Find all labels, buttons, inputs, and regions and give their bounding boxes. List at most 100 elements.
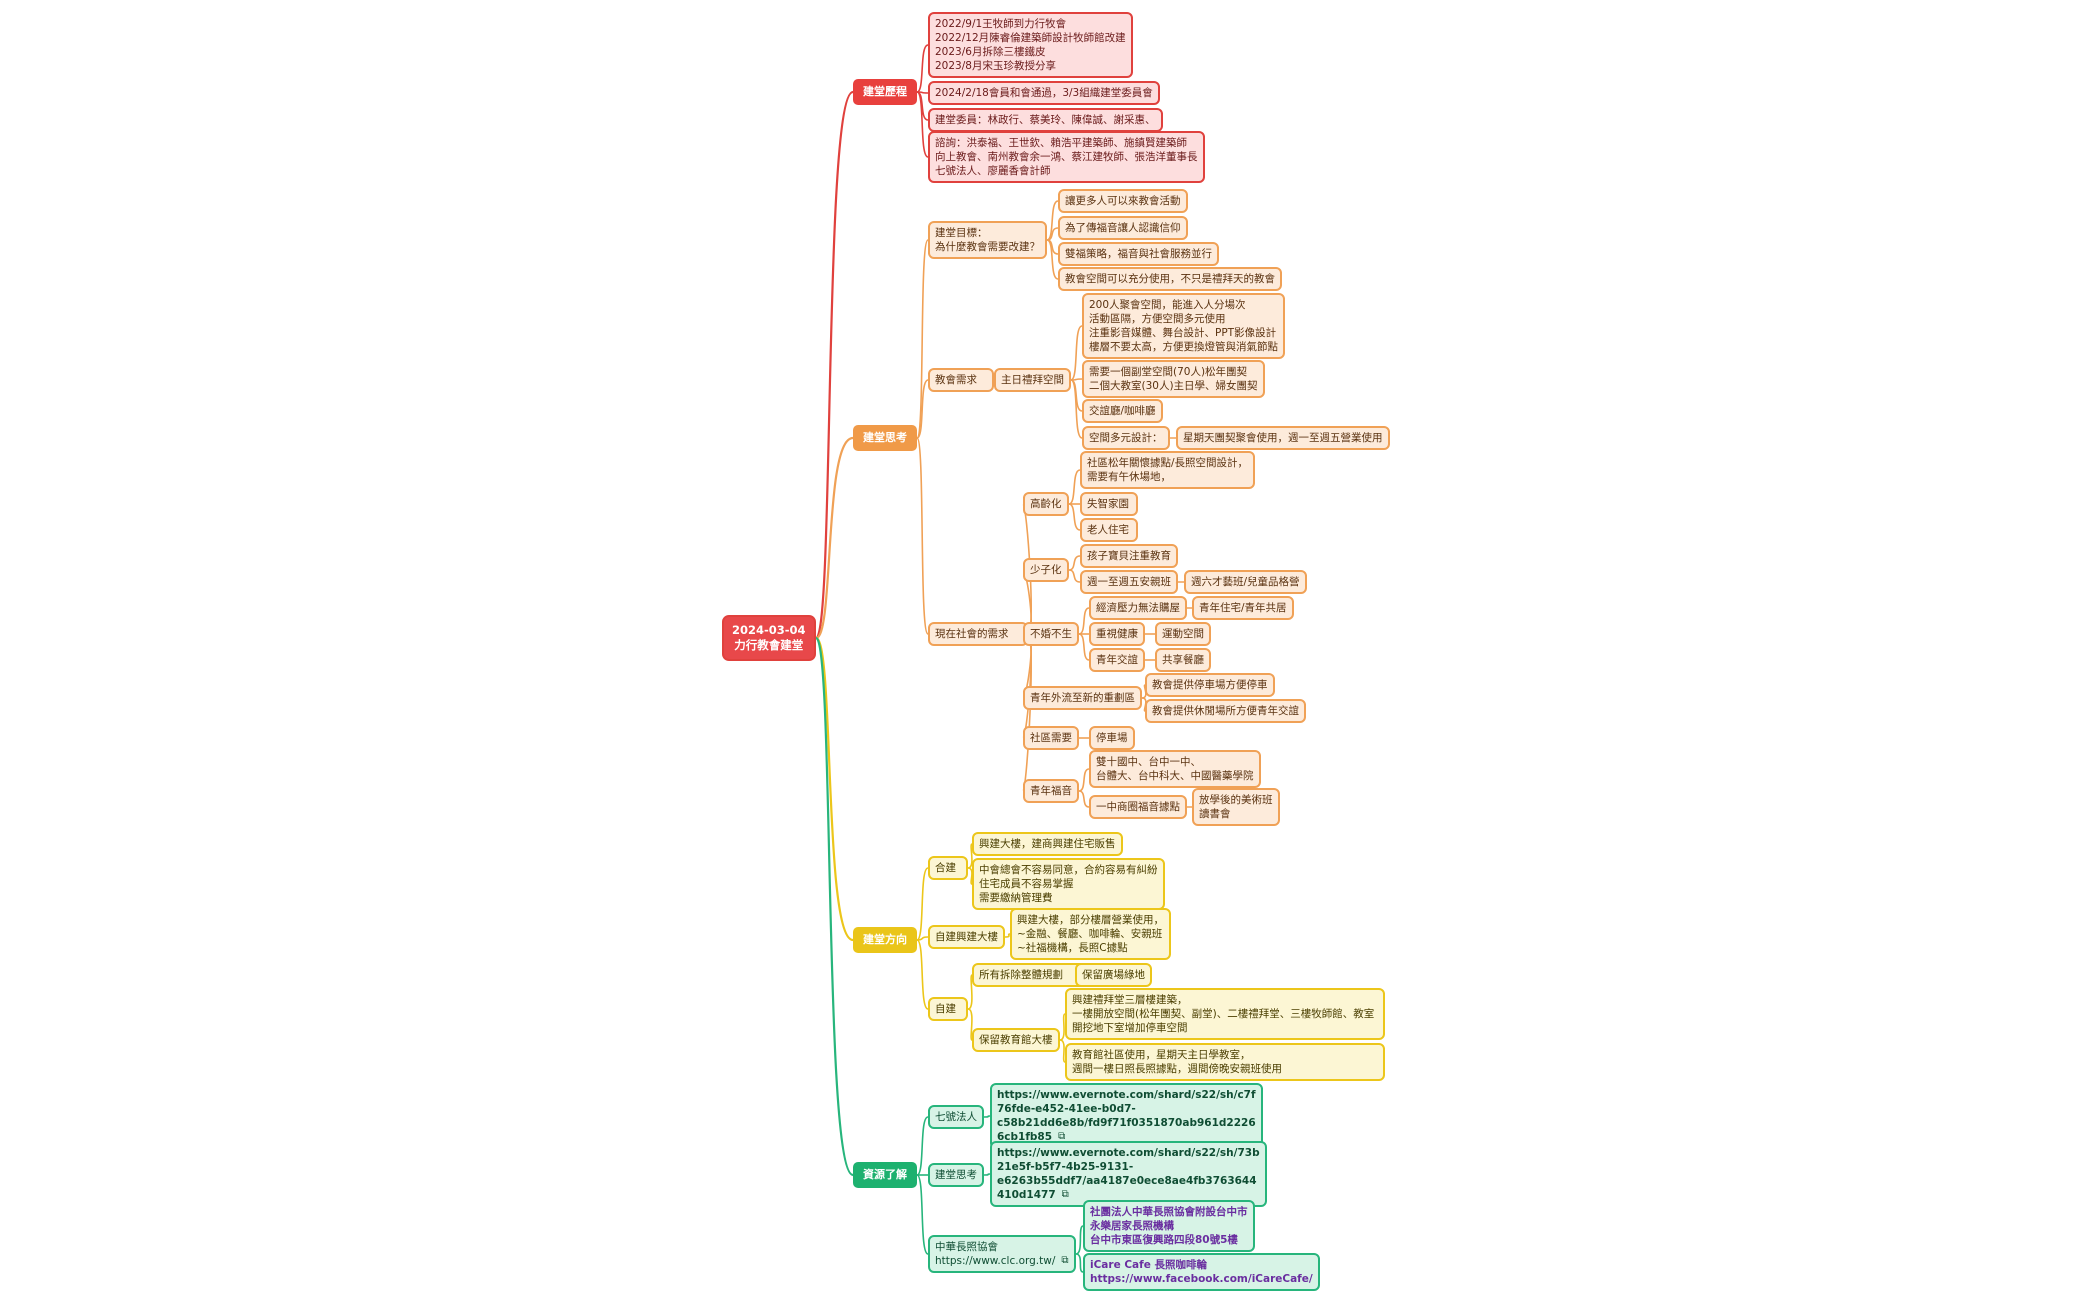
joint-build-node[interactable]: 合建	[928, 856, 968, 880]
society-needs-node[interactable]: 現在社會的需求	[928, 622, 1028, 646]
self-build-tower-node[interactable]: 自建興建大樓	[928, 925, 1005, 949]
connector-line	[1046, 227, 1059, 241]
connector-line	[814, 636, 854, 1177]
no-marriage-node[interactable]: 不婚不生	[1023, 622, 1079, 646]
goal-item[interactable]: 為了傳福音讓人認識信仰	[1058, 216, 1188, 240]
youth-outflow-item[interactable]: 教會提供停車場方便停車	[1145, 673, 1275, 697]
connector-line	[1078, 768, 1090, 792]
aging-item[interactable]: 老人住宅	[1080, 518, 1138, 542]
no-marriage-item[interactable]: 重視健康	[1089, 622, 1145, 646]
connector-line	[1022, 633, 1033, 792]
self-build-subitem[interactable]: 保留廣場綠地	[1075, 963, 1152, 987]
connector-line	[1046, 239, 1059, 255]
low-birth-node[interactable]: 少子化	[1023, 558, 1069, 582]
goal-item[interactable]: 雙福策略，福音與社會服務並行	[1058, 242, 1219, 266]
no-marriage-item[interactable]: 青年交誼	[1089, 648, 1145, 672]
self-build-item[interactable]: 所有拆除整體規劃	[972, 963, 1092, 987]
history-item-committee[interactable]: 建堂委員：林政行、蔡美玲、陳偉誠、謝采惠、	[928, 108, 1163, 132]
connector-line	[916, 1174, 929, 1255]
connector-line	[1068, 569, 1081, 583]
connector-line	[916, 936, 929, 941]
resource-thinking[interactable]: 建堂思考	[928, 1163, 984, 1187]
connector-line	[814, 90, 854, 640]
self-build-tower-item[interactable]: 興建大樓，部分樓層營業使用， ~金融、餐廳、咖啡輪、安親班 ~社福機構，長照C據…	[1010, 908, 1171, 960]
youth-outflow-node[interactable]: 青年外流至新的重劃區	[1023, 686, 1142, 710]
connector-line	[916, 91, 929, 158]
resource-seven-legal[interactable]: 七號法人	[928, 1105, 984, 1129]
connector-line	[1046, 239, 1059, 280]
goal-item[interactable]: 讓更多人可以來教會活動	[1058, 189, 1188, 213]
low-birth-item[interactable]: 孩子寶貝注重教育	[1080, 544, 1178, 568]
joint-build-item[interactable]: 興建大樓，建商興建住宅販售	[972, 832, 1123, 856]
history-item-consultants[interactable]: 諮詢：洪泰福、王世欽、賴浩平建築師、施鎮賢建築師 向上教會、南州教會余一鴻、蔡江…	[928, 131, 1205, 183]
connector-line	[916, 239, 929, 439]
branch-history[interactable]: 建堂歷程	[853, 79, 917, 105]
connector-line	[814, 636, 854, 942]
connector-line	[916, 91, 929, 94]
branch-thinking[interactable]: 建堂思考	[853, 425, 917, 451]
connector-line	[916, 379, 929, 439]
connector-line	[916, 437, 929, 635]
self-build-subitem[interactable]: 教育館社區使用，星期天主日學教室， 週間一樓日照長照據點，週間傍晚安親班使用	[1065, 1043, 1385, 1081]
no-marriage-subitem[interactable]: 青年住宅/青年共居	[1192, 596, 1294, 620]
history-item-timeline[interactable]: 2022/9/1王牧師到力行牧會 2022/12月陳睿倫建築師設計牧師館改建 2…	[928, 12, 1133, 78]
youth-gospel-item[interactable]: 雙十國中、台中一中、 台體大、台中科大、中國醫藥學院	[1089, 750, 1261, 788]
worship-subitem[interactable]: 星期天團契聚會使用，週一至週五營業使用	[1176, 426, 1390, 450]
external-link-icon[interactable]: ⧉	[1061, 1189, 1069, 1200]
branch-direction[interactable]: 建堂方向	[853, 927, 917, 953]
worship-item[interactable]: 空間多元設計：	[1082, 426, 1170, 450]
youth-outflow-item[interactable]: 教會提供休閒場所方便青年交誼	[1145, 699, 1306, 723]
connector-line	[1078, 790, 1090, 808]
no-marriage-subitem[interactable]: 共享餐廳	[1155, 648, 1211, 672]
connector-line	[1068, 555, 1081, 571]
connector-line	[1070, 378, 1083, 381]
youth-gospel-subitem[interactable]: 放學後的美術班 讀書會	[1192, 788, 1280, 826]
connector-line	[1068, 503, 1081, 531]
connector-line	[1078, 607, 1090, 635]
connector-line	[916, 44, 929, 93]
history-item-meeting[interactable]: 2024/2/18會員和會通過，3/3組織建堂委員會	[928, 81, 1160, 105]
joint-build-item[interactable]: 中會總會不容易同意，合約容易有糾紛 住宅成員不容易掌握 需要繳納管理費	[972, 858, 1165, 910]
aging-item[interactable]: 失智家園	[1080, 492, 1138, 516]
community-node[interactable]: 社區需要	[1023, 726, 1079, 750]
external-link-icon[interactable]: ⧉	[1061, 1255, 1069, 1266]
no-marriage-subitem[interactable]: 運動空間	[1155, 622, 1211, 646]
connector-line	[916, 867, 929, 941]
self-build-subitem[interactable]: 興建禮拜堂三層樓建築， 一樓開放空間(松年團契、副堂)、二樓禮拜堂、三樓牧師館、…	[1065, 988, 1385, 1040]
connector-line	[1075, 1253, 1084, 1273]
self-build-node[interactable]: 自建	[928, 997, 968, 1021]
connector-line	[1068, 469, 1081, 505]
connector-line	[1070, 379, 1083, 412]
low-birth-item[interactable]: 週一至週五安親班	[1080, 570, 1178, 594]
branch-resources[interactable]: 資源了解	[853, 1162, 917, 1188]
resource-care-item[interactable]: iCare Cafe 長照咖啡輪 https://www.facebook.co…	[1083, 1253, 1320, 1291]
resource-link[interactable]: https://www.evernote.com/shard/s22/sh/73…	[990, 1141, 1267, 1207]
worship-item[interactable]: 200人聚會空間，能進入人分場次 活動區隔，方便空間多元使用 注重影音媒體、舞台…	[1082, 293, 1285, 359]
youth-gospel-node[interactable]: 青年福音	[1023, 779, 1079, 803]
worship-item[interactable]: 交誼廳/咖啡廳	[1082, 399, 1163, 423]
low-birth-subitem[interactable]: 週六才藝班/兒童品格營	[1184, 570, 1307, 594]
worship-space-node[interactable]: 主日禮拜空間	[994, 368, 1071, 392]
external-link-icon[interactable]: ⧉	[1058, 1131, 1066, 1142]
needs-node[interactable]: 教會需求	[928, 368, 994, 392]
goal-item[interactable]: 教會空間可以充分使用，不只是禮拜天的教會	[1058, 267, 1282, 291]
self-build-item[interactable]: 保留教育館大樓	[972, 1028, 1060, 1052]
aging-item[interactable]: 社區松年關懷據點/長照空間設計， 需要有午休場地，	[1080, 451, 1256, 489]
no-marriage-item[interactable]: 經濟壓力無法購屋	[1089, 596, 1187, 620]
connector-line	[916, 1116, 929, 1176]
worship-item[interactable]: 需要一個副堂空間(70人)松年團契 二個大教室(30人)主日學、婦女團契	[1082, 360, 1265, 398]
youth-gospel-item[interactable]: 一中商圈福音據點	[1089, 795, 1187, 819]
connector-line	[1078, 633, 1090, 661]
connector-line	[916, 939, 929, 1010]
aging-node[interactable]: 高齡化	[1023, 492, 1069, 516]
resource-link[interactable]: https://www.evernote.com/shard/s22/sh/c7…	[990, 1083, 1263, 1149]
resource-care-item[interactable]: 社團法人中華長照協會附設台中市 永樂居家長照機構 台中市東區復興路四段80號5樓	[1083, 1200, 1255, 1252]
goal-node[interactable]: 建堂目標： 為什麼教會需要改建？	[928, 221, 1047, 259]
connector-line	[1070, 379, 1083, 439]
community-item[interactable]: 停車場	[1089, 726, 1135, 750]
resource-care-association[interactable]: 中華長照協會 https://www.clc.org.tw/⧉	[928, 1235, 1076, 1273]
connector-line	[916, 91, 929, 121]
root-node[interactable]: 2024-03-04 力行教會建堂	[722, 615, 816, 661]
connector-line	[1075, 1225, 1084, 1255]
